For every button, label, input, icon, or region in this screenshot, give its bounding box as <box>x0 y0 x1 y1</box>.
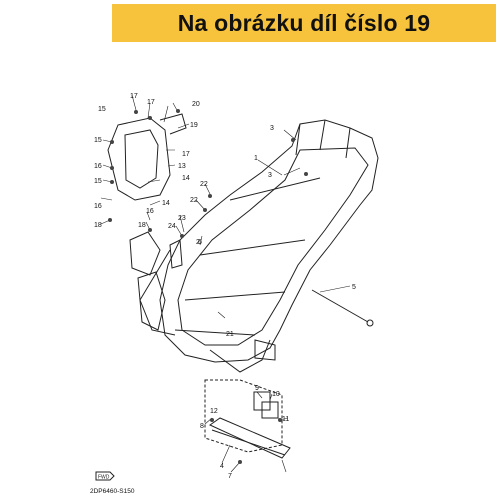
callout-10: 10 <box>272 391 280 398</box>
bolt-24 <box>180 234 184 238</box>
bushing-9 <box>253 391 271 411</box>
callout-4: 4 <box>220 463 224 470</box>
bolt-7 <box>238 460 242 464</box>
callout-24: 24 <box>168 223 176 230</box>
callout-22: 22 <box>200 181 208 188</box>
frame-cross-member-2 <box>199 239 306 256</box>
leader-lines <box>100 94 351 473</box>
callout-6: 6 <box>198 239 202 246</box>
callout-16: 16 <box>94 163 102 170</box>
bolt-22b <box>203 208 207 212</box>
frame-engine-mount <box>254 339 276 361</box>
callout-16: 16 <box>146 208 154 215</box>
title-banner: Na obrázku díl číslo 19 <box>112 4 496 42</box>
side-stay-upper <box>129 231 161 276</box>
side-stay-link <box>169 239 183 269</box>
bolt-20 <box>176 109 180 113</box>
callout-12: 12 <box>210 408 218 415</box>
long-bolt-head <box>366 319 374 327</box>
callout-17: 17 <box>147 99 155 106</box>
bolt-15b <box>110 166 114 170</box>
stand-arm <box>208 417 291 459</box>
callout-23: 23 <box>178 215 186 222</box>
bolt-22a <box>208 194 212 198</box>
callout-8: 8 <box>200 423 204 430</box>
callout-22: 22 <box>190 197 198 204</box>
callout-9: 9 <box>255 385 259 392</box>
bolt-17b <box>148 116 152 120</box>
frame-lower-bracket <box>209 339 271 373</box>
bolt-11 <box>278 418 282 422</box>
frame-cross-member-1 <box>229 177 321 201</box>
long-bolt <box>311 289 369 323</box>
callout-18: 18 <box>94 222 102 229</box>
callout-17: 17 <box>130 93 138 100</box>
callout-16: 16 <box>94 203 102 210</box>
bushing-10 <box>261 401 279 419</box>
frame-down-tube <box>139 249 176 336</box>
frame-cross-member-4 <box>174 329 256 336</box>
diagram-code: 2DP6460-S150 <box>90 488 135 495</box>
callout-2: 2 <box>196 239 200 246</box>
fwd-arrow-icon: FWD <box>95 471 115 481</box>
callout-19: 19 <box>190 122 198 129</box>
frame-inner-rail <box>177 147 369 346</box>
frame-rear-upright <box>295 119 351 159</box>
fwd-label: FWD <box>98 475 110 481</box>
head-bracket-stay <box>159 113 187 135</box>
callout-3: 3 <box>270 125 274 132</box>
callout-17: 17 <box>182 151 190 158</box>
callout-3: 3 <box>268 172 272 179</box>
callout-15: 15 <box>94 178 102 185</box>
callout-15: 15 <box>94 137 102 144</box>
head-bracket-inner <box>124 129 159 189</box>
callout-21: 21 <box>226 331 234 338</box>
callout-7: 7 <box>228 473 232 480</box>
callout-14: 14 <box>162 200 170 207</box>
bolt-17a <box>134 110 138 114</box>
callout-11: 11 <box>282 416 289 423</box>
bolt-18b <box>148 228 152 232</box>
head-bracket <box>107 117 171 201</box>
bolt-15c <box>110 180 114 184</box>
callout-15: 15 <box>98 106 106 113</box>
bolt-18a <box>108 218 112 222</box>
side-stay-lower <box>137 271 166 331</box>
bolt-15a <box>110 140 114 144</box>
callout-13: 13 <box>178 163 186 170</box>
frame-cross-member-3 <box>184 291 286 301</box>
callout-5: 5 <box>352 284 356 291</box>
frame-outline <box>159 119 379 363</box>
callout-18: 18 <box>138 222 146 229</box>
callout-20: 20 <box>192 101 200 108</box>
bolt-3a <box>291 138 295 142</box>
callout-14: 14 <box>182 175 190 182</box>
stand-guide-box <box>204 379 283 453</box>
callout-1: 1 <box>254 155 258 162</box>
page-title: Na obrázku díl číslo 19 <box>177 9 431 36</box>
bolt-8 <box>210 418 214 422</box>
bolt-3b <box>304 172 308 176</box>
